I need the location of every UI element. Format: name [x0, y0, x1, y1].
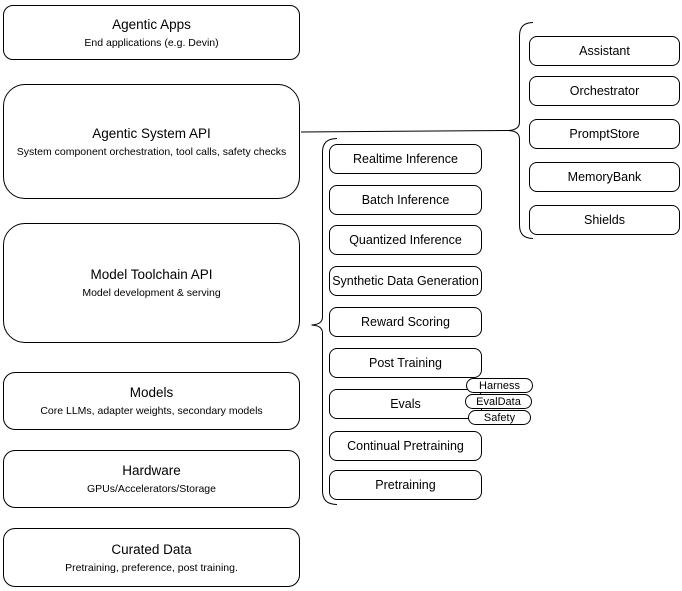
node-promptstore: PromptStore [529, 119, 680, 149]
node-title: Curated Data [111, 541, 192, 557]
node-agentic-system-api: Agentic System API System component orch… [3, 84, 300, 199]
node-label: Orchestrator [569, 84, 640, 98]
node-reward-scoring: Reward Scoring [329, 307, 482, 337]
node-label: MemoryBank [567, 170, 642, 184]
node-title: Agentic System API [92, 125, 211, 141]
node-label: Synthetic Data Generation [332, 274, 479, 288]
node-batch-inference: Batch Inference [329, 185, 482, 215]
node-assistant: Assistant [529, 36, 680, 66]
node-label: Reward Scoring [361, 315, 450, 329]
node-realtime-inference: Realtime Inference [329, 144, 482, 174]
node-label: Shields [584, 213, 625, 227]
node-label: Realtime Inference [353, 152, 458, 166]
node-label: Post Training [369, 356, 442, 370]
node-subtitle: Pretraining, preference, post training. [65, 561, 238, 574]
node-subtitle: Model development & serving [82, 287, 221, 299]
node-title: Agentic Apps [112, 16, 191, 32]
node-pretraining: Pretraining [329, 470, 482, 500]
badge-label: Safety [483, 411, 516, 424]
node-title: Models [129, 385, 174, 400]
node-synthetic-data-generation: Synthetic Data Generation [329, 266, 482, 296]
badge-safety: Safety [468, 410, 531, 425]
node-label: Quantized Inference [349, 233, 462, 247]
node-label: PromptStore [569, 127, 640, 141]
node-label: Assistant [579, 44, 630, 58]
node-label: Pretraining [375, 478, 436, 492]
badge-harness: Harness [466, 378, 533, 393]
node-label: Evals [390, 397, 421, 411]
system-api-to-components-line [300, 130, 508, 133]
node-model-toolchain-api: Model Toolchain API Model development & … [3, 223, 300, 343]
node-hardware: Hardware GPUs/Accelerators/Storage [3, 450, 300, 508]
node-memorybank: MemoryBank [529, 162, 680, 192]
node-continual-pretraining: Continual Pretraining [329, 431, 482, 461]
node-subtitle: End applications (e.g. Devin) [84, 36, 219, 49]
node-label: Continual Pretraining [347, 439, 464, 453]
node-subtitle: System component orchestration, tool cal… [16, 145, 287, 158]
node-label: Batch Inference [361, 193, 450, 207]
node-curated-data: Curated Data Pretraining, preference, po… [3, 528, 300, 587]
badge-evaldata: EvalData [465, 394, 532, 409]
node-shields: Shields [529, 205, 680, 235]
node-agentic-apps: Agentic Apps End applications (e.g. Devi… [3, 5, 300, 60]
node-post-training: Post Training [329, 348, 482, 378]
badge-label: EvalData [476, 395, 521, 408]
node-title: Model Toolchain API [90, 267, 213, 282]
badge-label: Harness [479, 379, 520, 392]
node-orchestrator: Orchestrator [529, 76, 680, 106]
node-models: Models Core LLMs, adapter weights, secon… [3, 372, 300, 430]
node-quantized-inference: Quantized Inference [329, 225, 482, 255]
node-evals: Evals [329, 389, 482, 419]
node-subtitle: Core LLMs, adapter weights, secondary mo… [40, 405, 263, 417]
node-subtitle: GPUs/Accelerators/Storage [87, 483, 216, 495]
node-title: Hardware [122, 463, 181, 478]
